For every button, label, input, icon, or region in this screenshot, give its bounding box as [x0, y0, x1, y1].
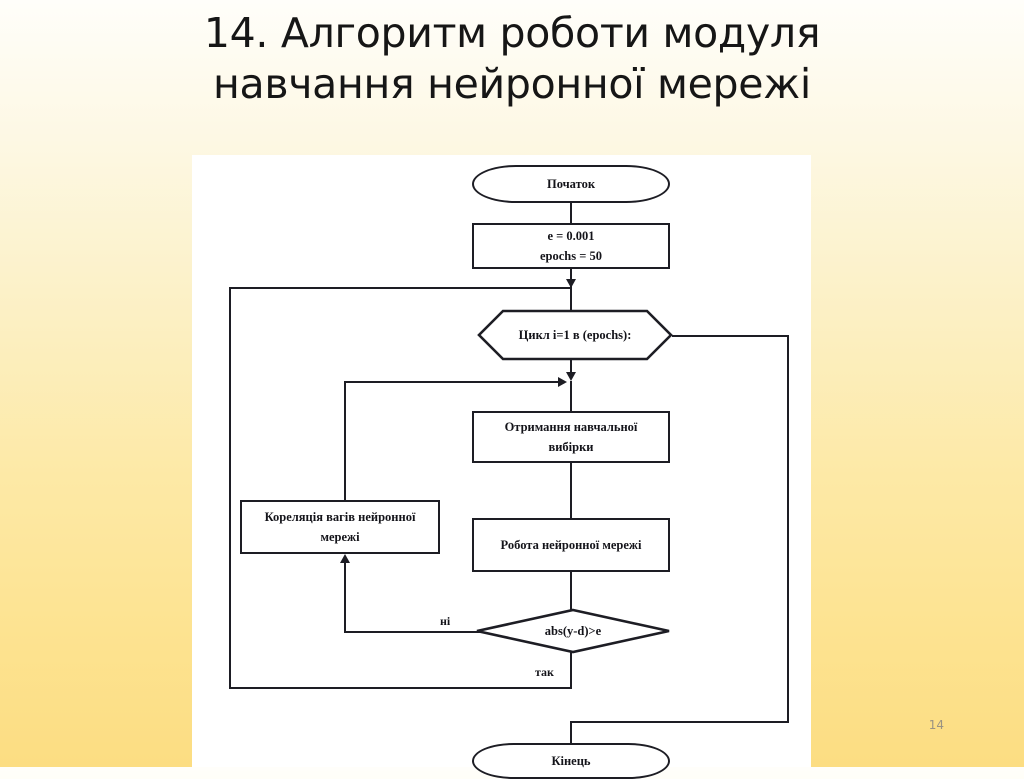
connector-loop-exit-right	[672, 335, 789, 337]
diamond-outline	[476, 608, 670, 654]
connector-correction-to-sample	[344, 381, 560, 383]
flowchart-panel: Початок e = 0.001 epochs = 50 Цикл i=1 в…	[192, 155, 811, 779]
arrowhead-into-sample-junction	[566, 372, 576, 381]
connector-into-end	[570, 721, 572, 745]
node-decision[interactable]: abs(y-d)>e	[475, 608, 671, 654]
connector-end-rail-right	[787, 335, 789, 723]
node-loop-label: Цикл i=1 в (epochs):	[518, 328, 632, 342]
connector-start-to-init	[570, 203, 572, 225]
node-init[interactable]: e = 0.001 epochs = 50	[472, 223, 670, 269]
edge-label-yes: так	[535, 665, 554, 679]
node-loop[interactable]: Цикл i=1 в (epochs):	[477, 309, 673, 361]
node-correction[interactable]: Кореляція вагів нейронної мережі	[240, 500, 440, 554]
node-init-label: e = 0.001 epochs = 50	[540, 229, 602, 263]
arrowhead-into-loop-junction	[566, 279, 576, 288]
node-end[interactable]: Кінець	[472, 743, 670, 779]
node-start-label: Початок	[546, 177, 596, 191]
connector-loop-to-sample-upper	[570, 359, 572, 377]
connector-yes-rail-left	[229, 287, 231, 689]
node-decision-label: abs(y-d)>e	[544, 624, 602, 638]
page-title: 14. Алгоритм роботи модуля навчання нейр…	[203, 9, 821, 108]
arrowhead-into-sample-line	[558, 377, 567, 387]
connector-no-up	[344, 563, 346, 633]
connector-sample-to-run	[570, 461, 572, 520]
node-run-label: Робота нейронної мережі	[500, 538, 642, 552]
node-run[interactable]: Робота нейронної мережі	[472, 518, 670, 572]
connector-loop-junction-down	[570, 287, 572, 319]
node-correction-label: Кореляція вагів нейронної мережі	[264, 510, 416, 544]
connector-init-to-loop	[570, 267, 572, 287]
edge-label-no: ні	[440, 614, 451, 628]
hexagon-outline	[477, 309, 673, 361]
connector-sample-junction-down	[570, 381, 572, 413]
connector-run-to-decision	[570, 572, 572, 612]
connector-decision-yes-down	[570, 652, 572, 689]
connector-end-rail-bottom	[570, 721, 789, 723]
node-start[interactable]: Початок	[472, 165, 670, 203]
arrowhead-into-correction	[340, 554, 350, 563]
node-end-label: Кінець	[551, 754, 591, 768]
page-number: 14	[928, 718, 944, 732]
connector-yes-rail-top	[229, 287, 572, 289]
node-sample[interactable]: Отримання навчальної вибірки	[472, 411, 670, 463]
node-sample-label: Отримання навчальної вибірки	[504, 420, 638, 454]
connector-yes-rail-bottom	[229, 687, 572, 689]
connector-correction-up	[344, 381, 346, 553]
